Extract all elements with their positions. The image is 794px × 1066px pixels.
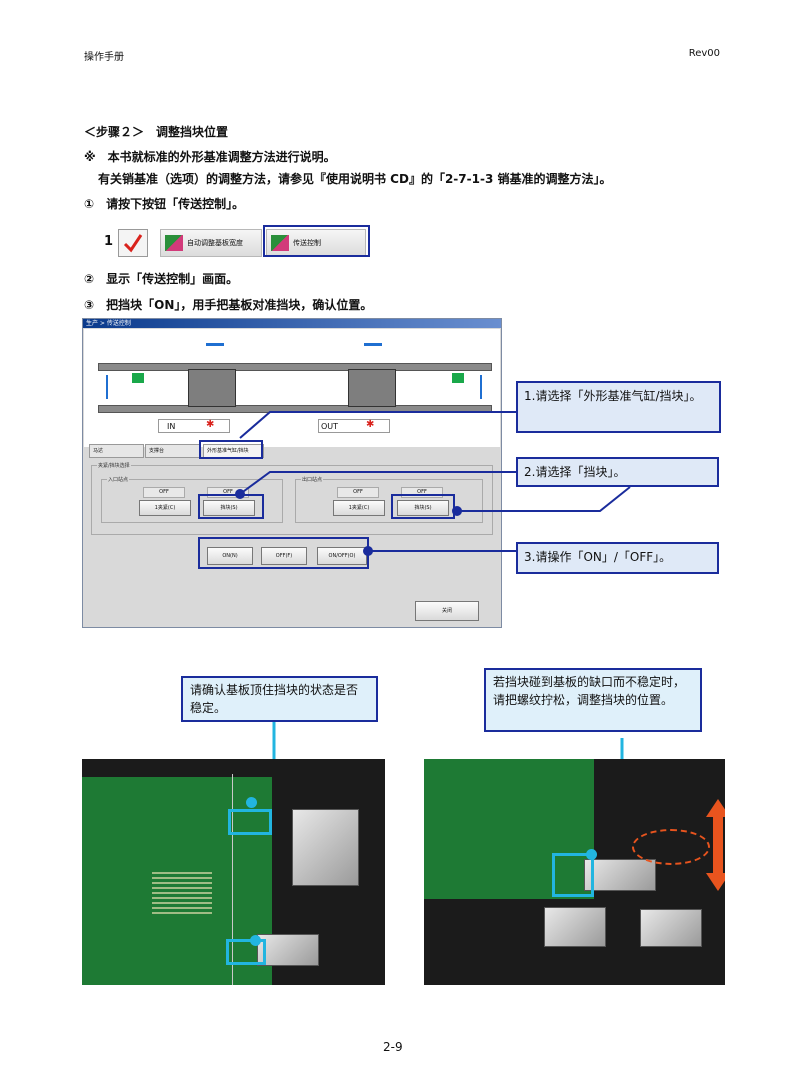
tab-motor[interactable]: 马达: [89, 444, 144, 458]
marker-dot: [246, 797, 257, 808]
revision: Rev00: [688, 48, 720, 59]
onoff-button[interactable]: ON/OFF(O): [317, 547, 367, 565]
photo-stopper-adjust: [424, 759, 725, 985]
exit-group: [295, 479, 483, 523]
callout-1: 1.请选择「外形基准气缸/挡块」。: [516, 381, 721, 433]
clamp-block: [257, 934, 319, 966]
callout-5: 若挡块碰到基板的缺口而不稳定时，请把螺纹拧松，调整挡块的位置。: [484, 668, 702, 732]
check-frame-top: [228, 809, 272, 835]
rail-top: [98, 363, 492, 371]
transport-icon: [271, 235, 289, 251]
manual-title: 操作手册: [84, 52, 124, 63]
instruction-2: ② 显示「传送控制」画面。: [84, 272, 239, 286]
clamp-icon: ✱: [206, 419, 215, 430]
status-light-icon: [132, 373, 144, 383]
on-button[interactable]: ON(N): [207, 547, 253, 565]
callout-4: 请确认基板顶住挡块的状态是否稳定。: [181, 676, 378, 722]
pcb-pads: [152, 869, 212, 914]
stopper-icon: [106, 375, 108, 399]
board-in: [188, 369, 236, 407]
adjust-frame: [552, 853, 594, 897]
exit-clamp-button[interactable]: 1夹紧(C): [333, 500, 385, 516]
marker-dot: [452, 506, 462, 516]
callout-2: 2.请选择「挡块」。: [516, 457, 719, 487]
highlight-entry-stopper: [198, 494, 264, 519]
status-off: OFF: [337, 487, 379, 498]
clamp-icon: ✱: [366, 419, 375, 430]
window-title: 生产 > 传送控制: [83, 319, 501, 328]
exit-stopper-button[interactable]: 挡块(S): [397, 500, 449, 516]
clamp-block: [544, 907, 606, 947]
stopper-block: [584, 859, 656, 891]
lane-in-label: IN: [158, 419, 230, 433]
sensor-icon: [364, 343, 382, 346]
auto-width-button[interactable]: 自动调整基板宽度: [160, 229, 262, 257]
highlight-tab: [199, 440, 263, 459]
marker-dot: [250, 935, 261, 946]
instruction-3: ③ 把挡块「ON」，用手把基板对准挡块，确认位置。: [84, 298, 373, 312]
entry-label: 入口站点: [107, 476, 130, 483]
auto-width-label: 自动调整基板宽度: [187, 239, 243, 247]
exit-label: 出口站点: [301, 476, 324, 483]
page-number: 2-9: [383, 1040, 403, 1054]
selection-group: [91, 465, 493, 535]
highlight-transport: [263, 225, 370, 257]
status-off: OFF: [401, 487, 443, 498]
step-heading: ＜步骤２＞ 调整挡块位置: [84, 125, 229, 139]
stopper-icon: [480, 375, 482, 399]
marker-dot: [235, 489, 245, 499]
screw-highlight: [632, 829, 710, 865]
status-off: OFF: [143, 487, 185, 498]
photo-board-check: [82, 759, 385, 985]
sensor-icon: [206, 343, 224, 346]
stopper-block: [292, 809, 359, 886]
note-line-1: ※ 本书就标准的外形基准调整方法进行说明。: [84, 150, 336, 164]
callout-3: 3.请操作「ON」/「OFF」。: [516, 542, 719, 574]
toolbar-number: 1: [104, 234, 114, 249]
marker-dot: [586, 849, 597, 860]
check-button[interactable]: [118, 229, 148, 257]
lane-out-label: OUT: [318, 419, 390, 433]
board-width-icon: [165, 235, 183, 251]
up-down-arrow-icon: [706, 799, 725, 891]
close-button[interactable]: 关闭: [415, 601, 479, 621]
check-frame-bottom: [226, 939, 266, 965]
instruction-1: ① 请按下按钮「传送控制」。: [84, 197, 245, 211]
off-button[interactable]: OFF(F): [261, 547, 307, 565]
clamp-block: [640, 909, 702, 947]
entry-group: [101, 479, 283, 523]
conveyor-diagram: IN OUT ✱ ✱: [84, 329, 500, 447]
entry-clamp-button[interactable]: 1夹紧(C): [139, 500, 191, 516]
marker-dot: [363, 546, 373, 556]
board-out: [348, 369, 396, 407]
status-light-icon: [452, 373, 464, 383]
rail-edge: [232, 774, 233, 985]
entry-stopper-button[interactable]: 挡块(S): [203, 500, 255, 516]
transport-control-label: 传送控制: [293, 239, 321, 247]
group-title: 夹紧/挡块选择: [97, 462, 131, 469]
status-off: OFF: [207, 487, 249, 498]
checkmark-icon: [123, 234, 143, 253]
pcb-area: [424, 759, 594, 899]
note-line-2: 有关销基准（选项）的调整方法，请参见『使用说明书 CD』的「2-7-1-3 销基…: [98, 172, 612, 186]
